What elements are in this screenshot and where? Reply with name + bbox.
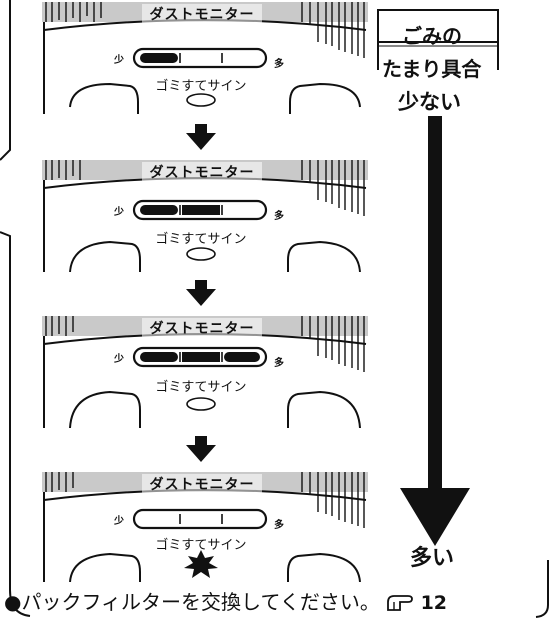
scale-few-label: 少 (114, 516, 124, 527)
dust-amount-legend: ごみの たまり具合 (374, 6, 502, 81)
legend-title-line1: ごみの (402, 24, 462, 48)
big-down-arrow-icon (400, 116, 470, 546)
reference-page[interactable]: 12 (420, 592, 448, 614)
down-arrow-icon (186, 124, 216, 154)
dust-monitor-step-4: ダストモニター 少 多 ゴミすてサイン (40, 472, 370, 582)
footer-note: ●パックフィルターを交換してください。 12 (4, 586, 447, 615)
legend-few-label: 少ない (398, 90, 461, 114)
down-arrow-icon (186, 436, 216, 466)
dust-monitor-step-3: ダストモニター 少 多 ゴミすてサイン (40, 316, 370, 428)
bullet: ● (4, 590, 22, 614)
legend-title-line2: たまり具合 (382, 57, 482, 81)
flashing-sign-icon (184, 550, 218, 578)
dust-monitor-label: ダストモニター (142, 318, 262, 338)
dust-monitor-step-1: ダストモニター 少 多 ゴミすてサイン (40, 2, 370, 114)
scale-many-label: 多 (274, 520, 284, 531)
hand-pointer-icon (386, 590, 420, 614)
footer-text: パックフィルターを交換してください。 (21, 590, 380, 614)
scale-many-label: 多 (274, 59, 284, 70)
scale-many-label: 多 (274, 211, 284, 222)
trash-sign-label: ゴミすてサイン (155, 232, 247, 247)
scale-few-label: 少 (114, 55, 124, 66)
dust-monitor-step-2: ダストモニター 少 多 ゴミすてサイン (40, 160, 370, 272)
dust-monitor-label: ダストモニター (142, 4, 262, 24)
trash-sign-label: ゴミすてサイン (155, 79, 247, 94)
trash-sign-label: ゴミすてサイン (155, 380, 247, 395)
down-arrow-icon (186, 280, 216, 310)
scale-few-label: 少 (114, 354, 124, 365)
scale-many-label: 多 (274, 358, 284, 369)
scale-few-label: 少 (114, 207, 124, 218)
dust-monitor-label: ダストモニター (142, 162, 262, 182)
trash-sign-label: ゴミすてサイン (155, 538, 247, 553)
dust-monitor-label: ダストモニター (142, 474, 262, 494)
legend-many-label: 多い (410, 546, 455, 571)
